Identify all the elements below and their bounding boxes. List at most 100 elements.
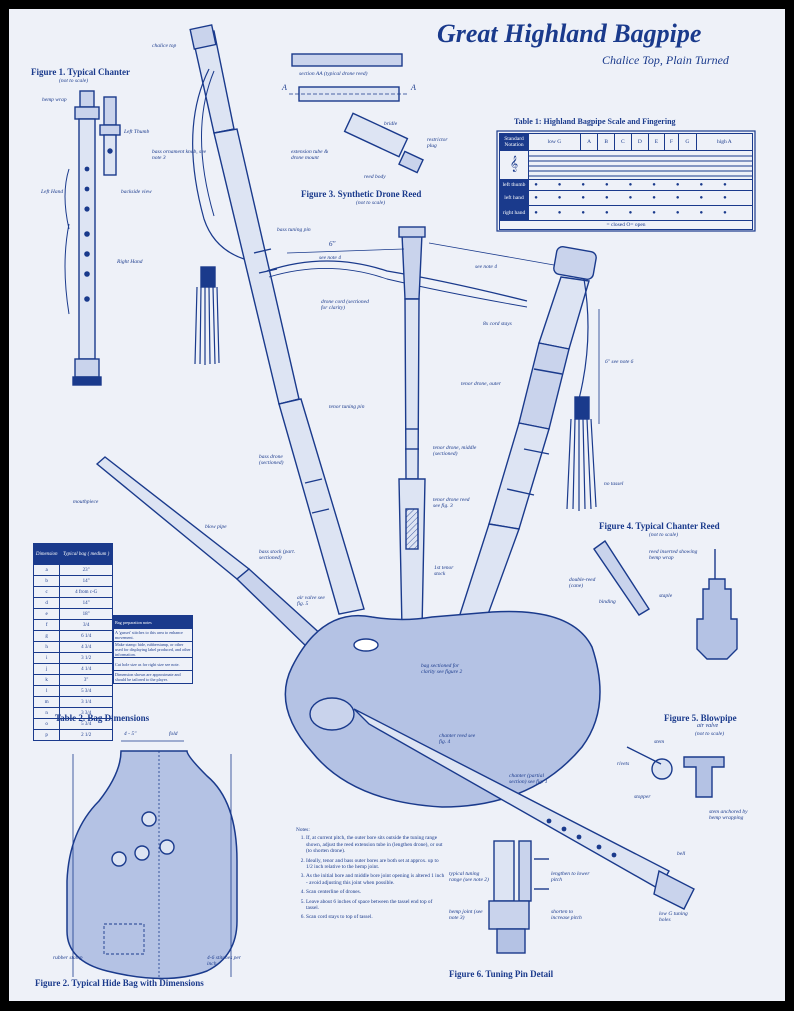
bag-dim-letter: a bbox=[32, 564, 61, 576]
bag-dim-value: 5 3/4 bbox=[59, 685, 113, 697]
bag-dim-letter: g bbox=[32, 630, 61, 642]
hand-row-dots: ●●●●●●●●● bbox=[528, 190, 753, 206]
page-subtitle: Chalice Top, Plain Turned bbox=[602, 53, 729, 67]
label-left-thumb: Left Thumb bbox=[124, 129, 150, 135]
fig4-caption: Figure 4. Typical Chanter Reed bbox=[599, 521, 720, 531]
label-see-note-4b: see note 4 bbox=[475, 264, 497, 270]
bag-dim-letter: p bbox=[32, 729, 61, 741]
label-cord-stays: 8x cord stays bbox=[483, 321, 512, 327]
fig1-caption: Figure 1. Typical Chanter bbox=[31, 67, 130, 77]
label-blow-pipe: blow pipe bbox=[205, 524, 227, 530]
label-double-reed: double-reed (cane) bbox=[569, 577, 596, 589]
note-item: If, at current pitch, the outer bore sit… bbox=[306, 835, 446, 854]
label-right-hand: Right Hand bbox=[117, 259, 143, 265]
label-mouthpiece: mouthpiece bbox=[73, 499, 99, 505]
hand-row-header: left hand bbox=[499, 190, 529, 206]
bag-dim-letter: c bbox=[32, 586, 61, 598]
bag-dim-value: 14" bbox=[59, 575, 113, 587]
label-tenor-drone-outer: tenor drone, outer bbox=[461, 381, 501, 387]
staff-lines bbox=[528, 150, 753, 180]
label-reed-inserted: reed inserted showing hemp wrap bbox=[649, 549, 698, 561]
label-extension-tube: extension tube & drone mount bbox=[291, 149, 329, 161]
label-bass-ornament: bass ornament knob, see note 3 bbox=[152, 149, 207, 161]
label-restrictor-plug: restrictor plug bbox=[427, 137, 448, 149]
note-item: Ideally, tenor and bass outer bores are … bbox=[306, 858, 446, 871]
label-bass-drone: bass drone (sectioned) bbox=[259, 454, 284, 466]
hand-row-header: right hand bbox=[499, 205, 529, 221]
bag-dim-letter: f bbox=[32, 619, 61, 631]
bag-dim-letter: d bbox=[32, 597, 61, 609]
fig3-note: (not to scale) bbox=[356, 200, 386, 206]
label-rivets: rivets bbox=[617, 761, 630, 767]
bass-drone bbox=[189, 24, 365, 615]
bag-dim-value: 2 1/2 bbox=[59, 729, 113, 741]
bag-dim-letter: j bbox=[32, 663, 61, 675]
fig3-drone-reed bbox=[289, 53, 424, 174]
bag-note: Dimension shown are approximate and shou… bbox=[113, 670, 193, 684]
blueprint-sheet: Great Highland Bagpipe Chalice Top, Plai… bbox=[9, 9, 785, 1001]
chanter-main bbox=[309, 697, 695, 910]
hand-row-header: left thumb bbox=[499, 179, 529, 191]
label-chanter-reed-see: chanter reed see fig. 4 bbox=[439, 733, 476, 745]
page-title: Great Highland Bagpipe bbox=[437, 19, 702, 48]
label-chalice-top: chalice top bbox=[152, 43, 177, 49]
scale-note: E bbox=[648, 133, 665, 151]
tenor-drone-middle bbox=[398, 226, 426, 630]
bag-note: Make stamp: hide, rubberstamp, or other … bbox=[113, 641, 193, 658]
label-staple: staple bbox=[659, 593, 673, 599]
label-tenor-stock: 1st tenor stock bbox=[434, 565, 454, 577]
label-section-aa: section AA (typical drone reed) bbox=[299, 71, 368, 77]
label-rubber-stamp: rubber stamp bbox=[53, 955, 83, 961]
bag-dim-value: 3 1/4 bbox=[59, 696, 113, 708]
label-low-g-holes: low G tuning holes bbox=[659, 911, 688, 923]
label-stitches: 4-6 stitches per inch bbox=[207, 955, 241, 967]
label-hemp-joint: hemp joint (see note 3) bbox=[449, 909, 483, 921]
label-stem-anchored: stem anchored by hemp wrapping bbox=[709, 809, 748, 821]
scale-note: low G bbox=[528, 133, 581, 151]
table2-caption: Table 2. Bag Dimensions bbox=[55, 713, 150, 723]
bag-dim-value: 4 from c-G bbox=[59, 586, 113, 598]
bag-dim-letter: h bbox=[32, 641, 61, 653]
scale-note: B bbox=[597, 133, 615, 151]
scale-note: C bbox=[614, 133, 632, 151]
fig1-chanter bbox=[64, 90, 121, 386]
bag-dim-value: 3 1/2 bbox=[59, 652, 113, 664]
note-item: Scan centerline of drones. bbox=[306, 889, 446, 895]
bag-notes-title: Bag preparation notes bbox=[113, 615, 193, 629]
label-shorten: shorten to increase pitch bbox=[551, 909, 582, 921]
label-bag-dims-fold: fold bbox=[169, 731, 178, 737]
label-bag-sectioned: bag sectioned for clarity see figure 2 bbox=[421, 663, 463, 675]
hand-row-dots: ●●●●●●●●● bbox=[528, 205, 753, 221]
fig2-hide-bag bbox=[66, 740, 238, 980]
staff-cell: 𝄞 bbox=[499, 150, 529, 180]
label-lengthen: lengthen to lower pitch bbox=[551, 871, 590, 883]
label-binding: binding bbox=[599, 599, 616, 605]
label-tenor-drone-middle: tenor drone, middle (sectioned) bbox=[433, 445, 477, 457]
label-six-inch-note: 6" see note 6 bbox=[605, 359, 634, 365]
label-a-right: A bbox=[411, 83, 416, 92]
hand-row-dots: ●●●●●●●●● bbox=[528, 179, 753, 191]
bag-dim-letter: k bbox=[32, 674, 61, 686]
scale-table: Standard Notation low G A B C D E F G hi… bbox=[499, 133, 754, 230]
blowpipe bbox=[95, 456, 326, 650]
bagpipe-drawing bbox=[64, 24, 756, 980]
note-item: Leave about 6 inches of space between th… bbox=[306, 899, 446, 912]
bag-dim-value: 6 1/4 bbox=[59, 630, 113, 642]
label-tenor-tuning-pin: tenor tuning pin bbox=[329, 404, 365, 410]
bag-dim-value: 18" bbox=[59, 608, 113, 620]
label-bag-dims-top: 4 - 5" bbox=[124, 731, 137, 737]
bag-dim-value: 3" bbox=[59, 674, 113, 686]
fig2-caption: Figure 2. Typical Hide Bag with Dimensio… bbox=[35, 978, 204, 988]
fig5-note1: air valve bbox=[697, 723, 719, 729]
scale-note: F bbox=[663, 133, 680, 151]
fig3-caption: Figure 3. Synthetic Drone Reed bbox=[301, 189, 422, 199]
